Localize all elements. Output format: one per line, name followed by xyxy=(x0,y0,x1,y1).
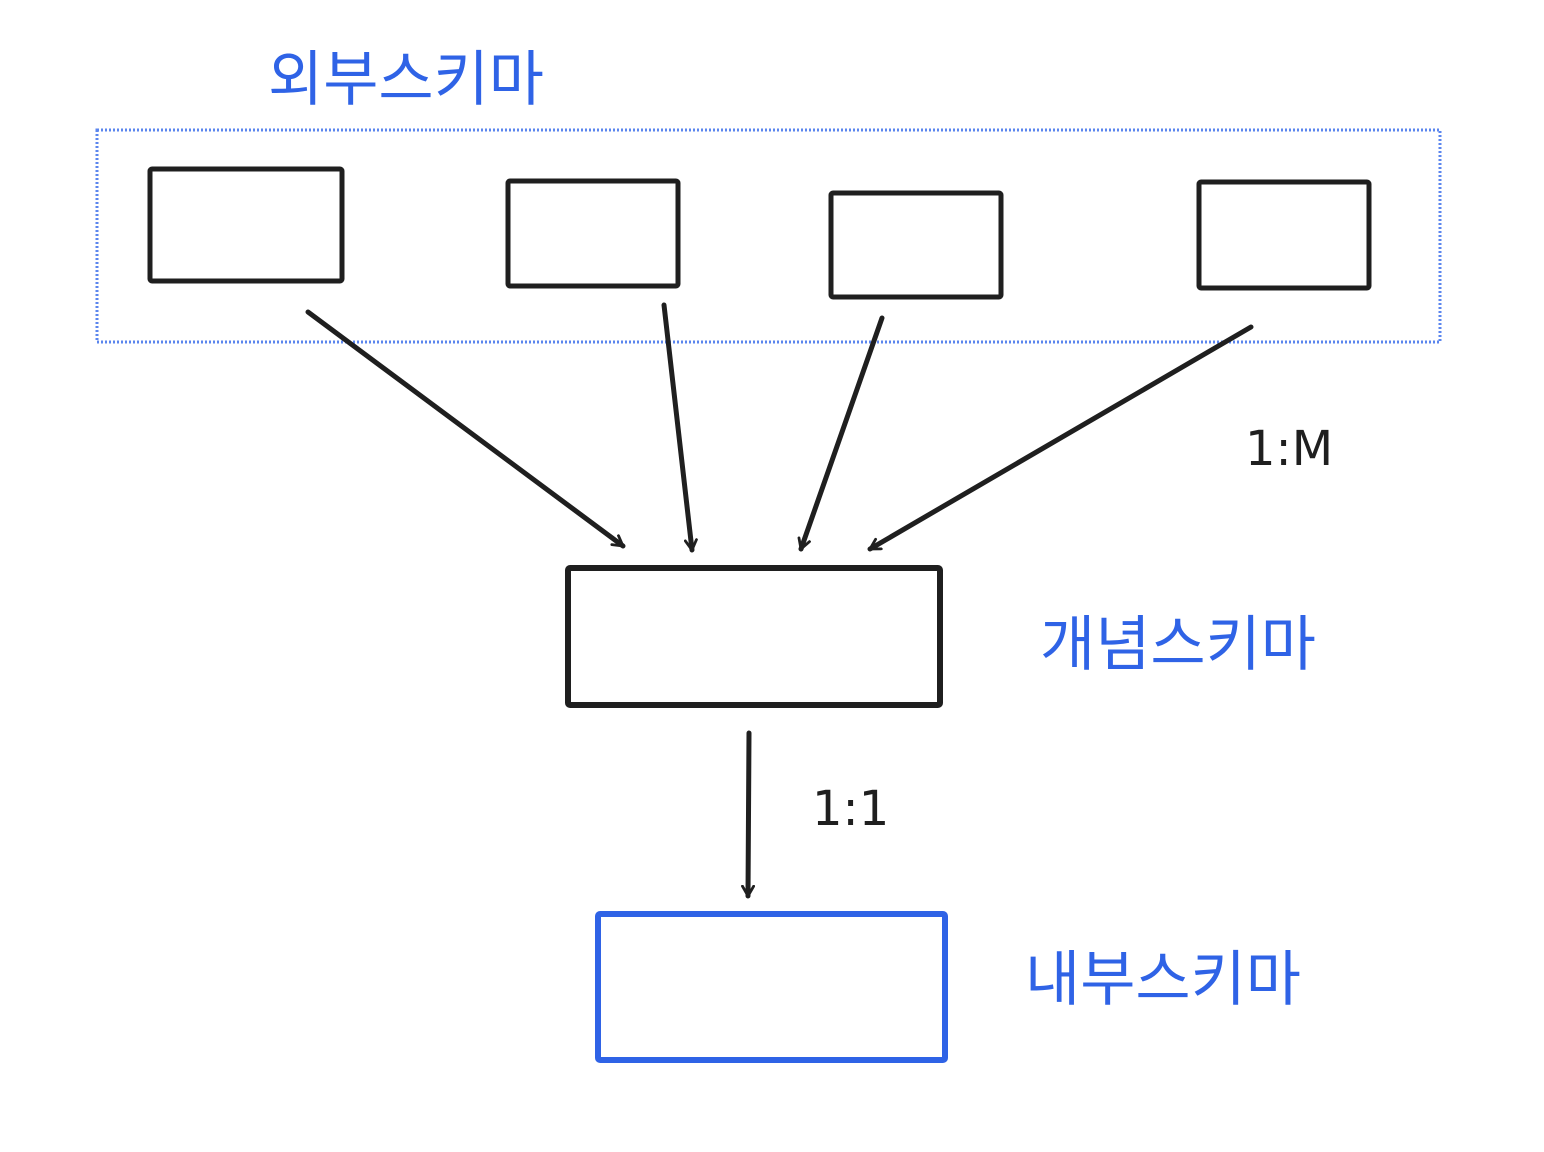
external-schema-frame xyxy=(95,128,1442,344)
arrow-external-1-to-conceptual xyxy=(305,309,626,549)
external-view-box-1 xyxy=(147,166,345,284)
ratio-label-one: 1:1 xyxy=(812,781,889,837)
arrow-external-4-to-conceptual xyxy=(867,324,1254,552)
arrow-external-2-to-conceptual xyxy=(661,302,698,553)
external-schema-label: 외부스키마 xyxy=(268,45,544,115)
internal-schema-label: 내부스키마 xyxy=(1025,945,1301,1015)
external-view-box-3 xyxy=(828,190,1004,300)
arrow-conceptual-to-internal xyxy=(741,730,756,899)
conceptual-schema-label: 개념스키마 xyxy=(1040,610,1316,680)
arrow-external-3-to-conceptual xyxy=(797,315,885,552)
external-view-box-2 xyxy=(505,178,681,289)
conceptual-schema-box xyxy=(565,565,943,708)
ratio-label-many: 1:M xyxy=(1245,421,1333,477)
external-view-box-4 xyxy=(1196,179,1372,291)
internal-schema-box xyxy=(595,911,948,1063)
